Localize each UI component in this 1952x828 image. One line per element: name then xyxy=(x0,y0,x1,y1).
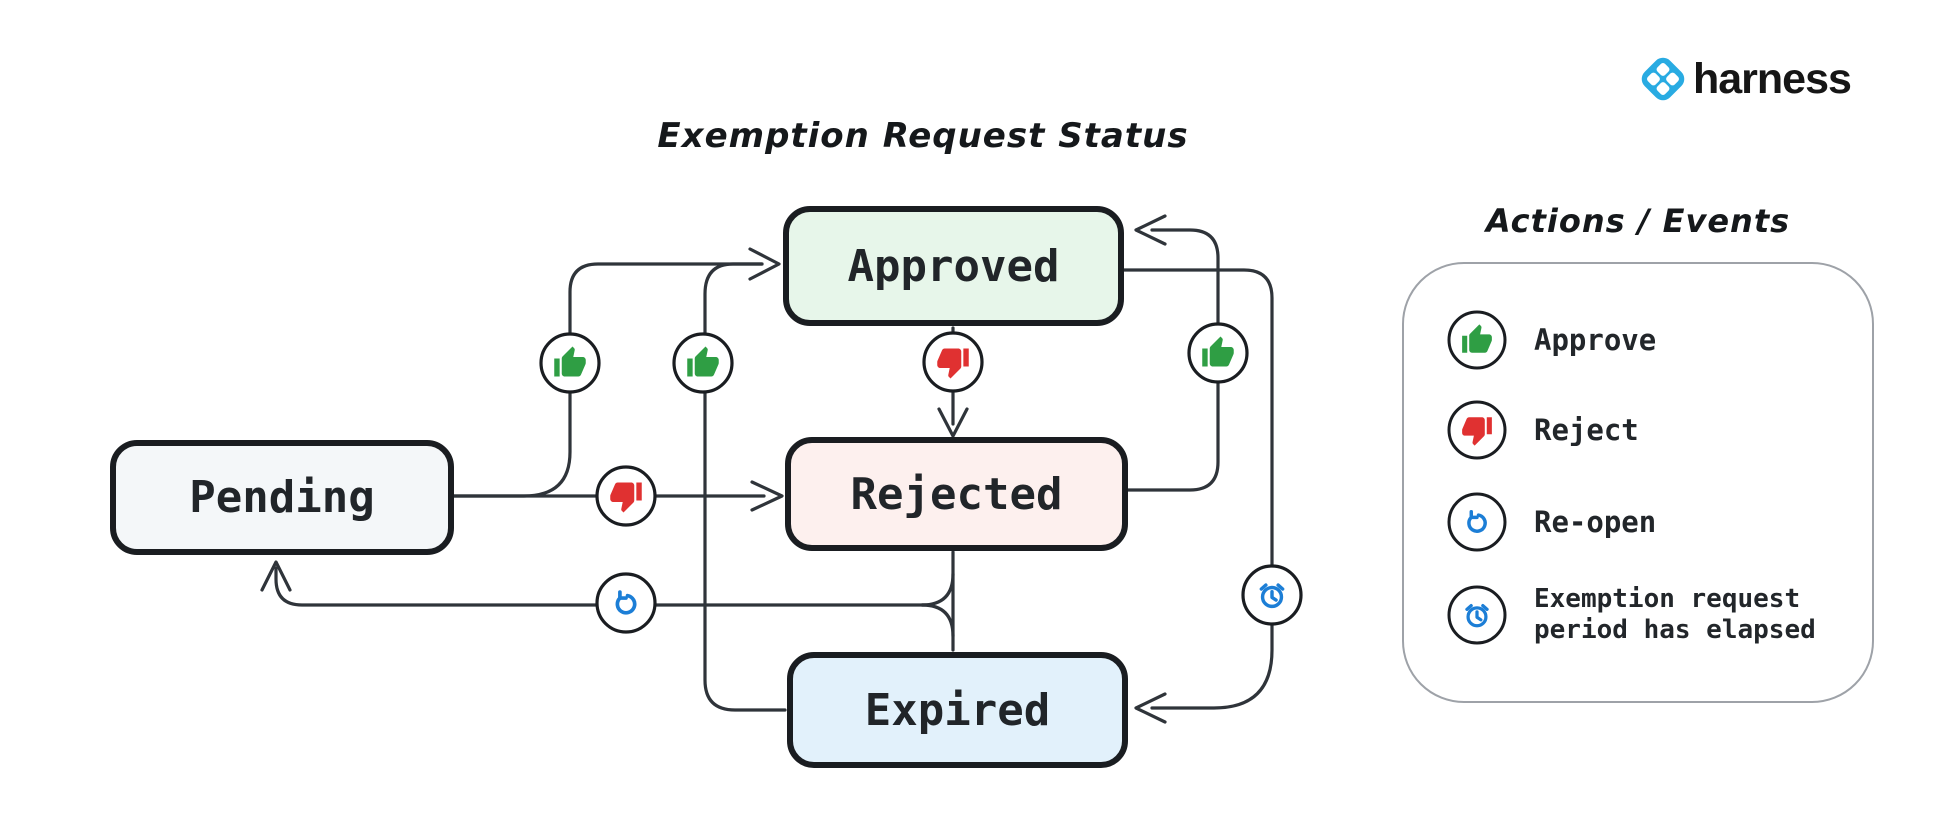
state-box-rejected: Rejected xyxy=(785,437,1128,551)
edge-pending-approved xyxy=(450,262,764,498)
edge-expired-approved xyxy=(703,262,787,712)
approve-badge-rejected-approved xyxy=(1187,322,1249,384)
thumbs-up-icon xyxy=(1447,310,1507,370)
harness-logo: harness xyxy=(1636,52,1852,106)
approve-badge-expired-approved xyxy=(672,332,734,394)
page-title: Exemption Request Status xyxy=(657,116,1189,156)
legend-label-elapsed-line2: period has elapsed xyxy=(1534,615,1816,645)
state-label-approved: Approved xyxy=(847,240,1060,292)
elapsed-badge xyxy=(1241,564,1303,626)
legend-box: Approve Reject Re-open Exemption request xyxy=(1402,262,1874,703)
arrowhead-into-rejected-left xyxy=(750,480,784,512)
harness-logo-icon xyxy=(1641,57,1685,101)
legend-item-approve: Approve xyxy=(1446,309,1656,371)
state-label-expired: Expired xyxy=(864,684,1051,736)
edge-reopen-fork-down xyxy=(920,603,955,638)
approve-badge-pending-approved xyxy=(539,332,601,394)
alarm-clock-icon xyxy=(1447,585,1507,645)
edge-approved-expired xyxy=(1122,268,1274,710)
legend-label-approve: Approve xyxy=(1534,323,1657,357)
legend-label-reopen: Re-open xyxy=(1534,505,1657,539)
arrowhead-into-approved-right xyxy=(1134,214,1167,246)
arrowhead-into-rejected-top xyxy=(937,407,969,438)
state-label-rejected: Rejected xyxy=(850,468,1063,520)
legend-label-elapsed-line1: Exemption request xyxy=(1534,584,1801,614)
legend-label-elapsed: Exemption request period has elapsed xyxy=(1534,584,1816,646)
harness-logo-text: harness xyxy=(1693,54,1852,103)
state-box-pending: Pending xyxy=(110,440,454,555)
edge-reopen-to-pending xyxy=(274,566,928,607)
state-box-approved: Approved xyxy=(783,206,1124,326)
reject-badge-approved-rejected xyxy=(922,331,984,393)
arrowhead-into-pending-bottom xyxy=(260,560,292,592)
reopen-badge xyxy=(595,572,657,634)
state-box-expired: Expired xyxy=(787,652,1128,768)
legend-item-reject: Reject xyxy=(1446,399,1639,461)
reopen-icon xyxy=(1447,492,1507,552)
thumbs-down-icon xyxy=(1447,400,1507,460)
reject-badge-pending-rejected xyxy=(595,465,657,527)
legend-item-elapsed: Exemption request period has elapsed xyxy=(1446,584,1816,646)
arrowhead-into-expired-right xyxy=(1134,692,1167,724)
legend-title: Actions / Events xyxy=(1485,202,1791,240)
arrowhead-into-approved-left xyxy=(748,247,781,281)
state-label-pending: Pending xyxy=(189,472,375,523)
legend-item-reopen: Re-open xyxy=(1446,491,1656,553)
legend-label-reject: Reject xyxy=(1534,413,1639,447)
edge-reopen-fork-up xyxy=(920,572,955,607)
